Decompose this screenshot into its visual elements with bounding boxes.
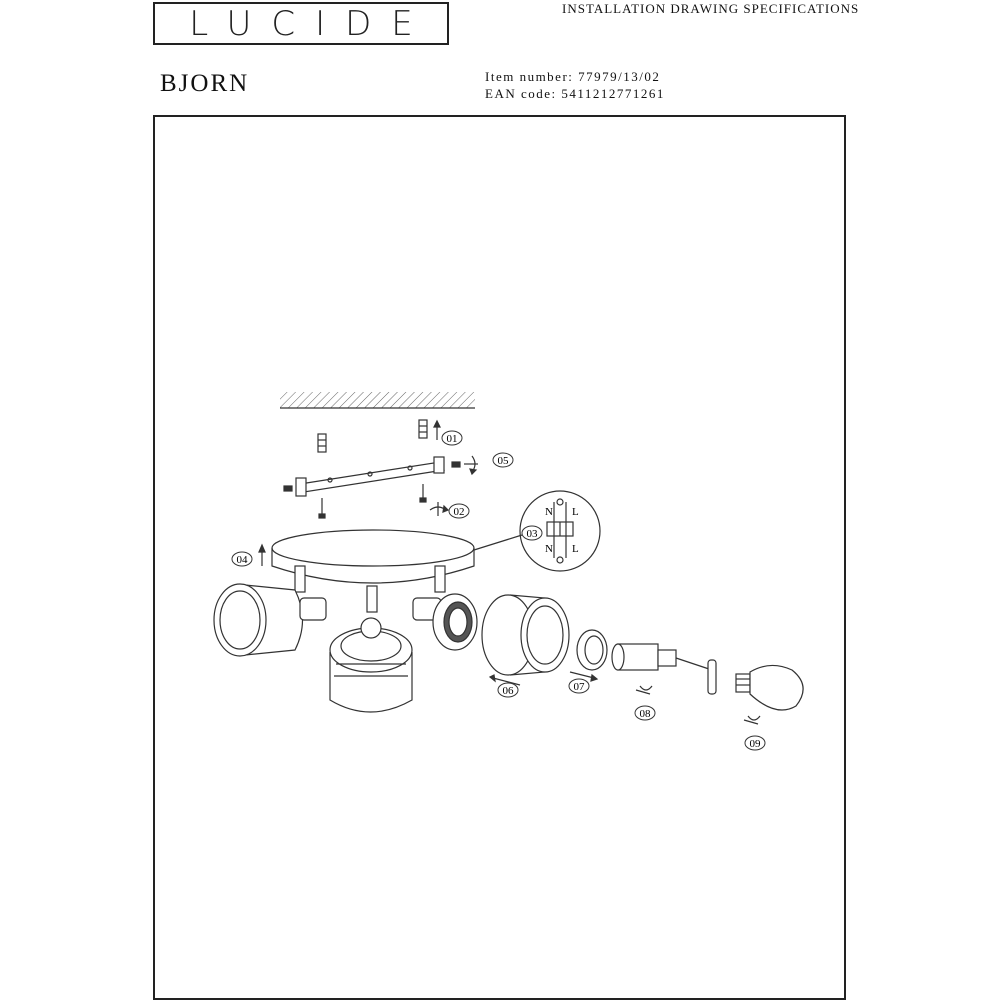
drawing-frame (153, 115, 846, 1000)
callout-09: 09 (744, 735, 766, 751)
bulb-09 (735, 664, 804, 725)
svg-text:02: 02 (454, 506, 465, 518)
screw-left (283, 485, 326, 519)
mounting-bracket (295, 456, 445, 497)
wire-label-n-top: N (545, 506, 553, 518)
callout-03: 03 (521, 525, 543, 541)
svg-text:08: 08 (640, 708, 652, 720)
svg-text:07: 07 (574, 681, 586, 693)
callout-02: 02 (448, 503, 470, 519)
spot-head-center (329, 617, 413, 713)
wiring-detail (473, 490, 601, 572)
screw-right (419, 461, 461, 503)
logo-text: LUCIDE (189, 3, 433, 44)
svg-text:05: 05 (498, 455, 510, 467)
brand-logo: LUCIDE (153, 2, 449, 45)
svg-text:09: 09 (750, 738, 762, 750)
product-name: BJORN (160, 70, 250, 97)
socket-08 (611, 643, 717, 695)
wall-plug-right (418, 419, 441, 440)
callout-06: 06 (497, 682, 519, 698)
wire-label-l-top: L (572, 506, 579, 518)
callout-05: 05 (492, 452, 514, 468)
callout-01: 01 (441, 430, 463, 446)
callout-08: 08 (634, 705, 656, 721)
item-number: Item number: 77979/13/02 (485, 69, 661, 84)
wall-plug-left (317, 433, 327, 453)
svg-text:01: 01 (447, 433, 458, 445)
rotate-arrow-02 (429, 502, 450, 516)
ean-code: EAN code: 5411212771261 (485, 86, 665, 101)
shade-06 (481, 594, 570, 686)
spec-title: INSTALLATION DRAWING SPECIFICATIONS (562, 1, 860, 16)
callout-07: 07 (568, 678, 590, 694)
wire-label-l-bottom: L (572, 543, 579, 555)
step-callouts: 01 02 03 04 05 06 07 08 09 (231, 430, 766, 751)
ceiling-hatch (280, 392, 475, 409)
spot-head-left (213, 583, 327, 657)
spot-stems (294, 565, 446, 613)
svg-text:03: 03 (527, 528, 539, 540)
svg-text:04: 04 (237, 554, 249, 566)
ring-07 (569, 629, 608, 682)
callout-04: 04 (231, 551, 253, 567)
rotate-arrow-05 (464, 455, 478, 476)
wire-label-n-bottom: N (545, 543, 553, 555)
item-info: Item number: 77979/13/02 EAN code: 54112… (485, 68, 665, 102)
svg-text:06: 06 (503, 685, 515, 697)
ceiling-plate (258, 529, 475, 584)
wire-labels: N L N L (545, 506, 579, 555)
spot-head-right (412, 593, 478, 651)
